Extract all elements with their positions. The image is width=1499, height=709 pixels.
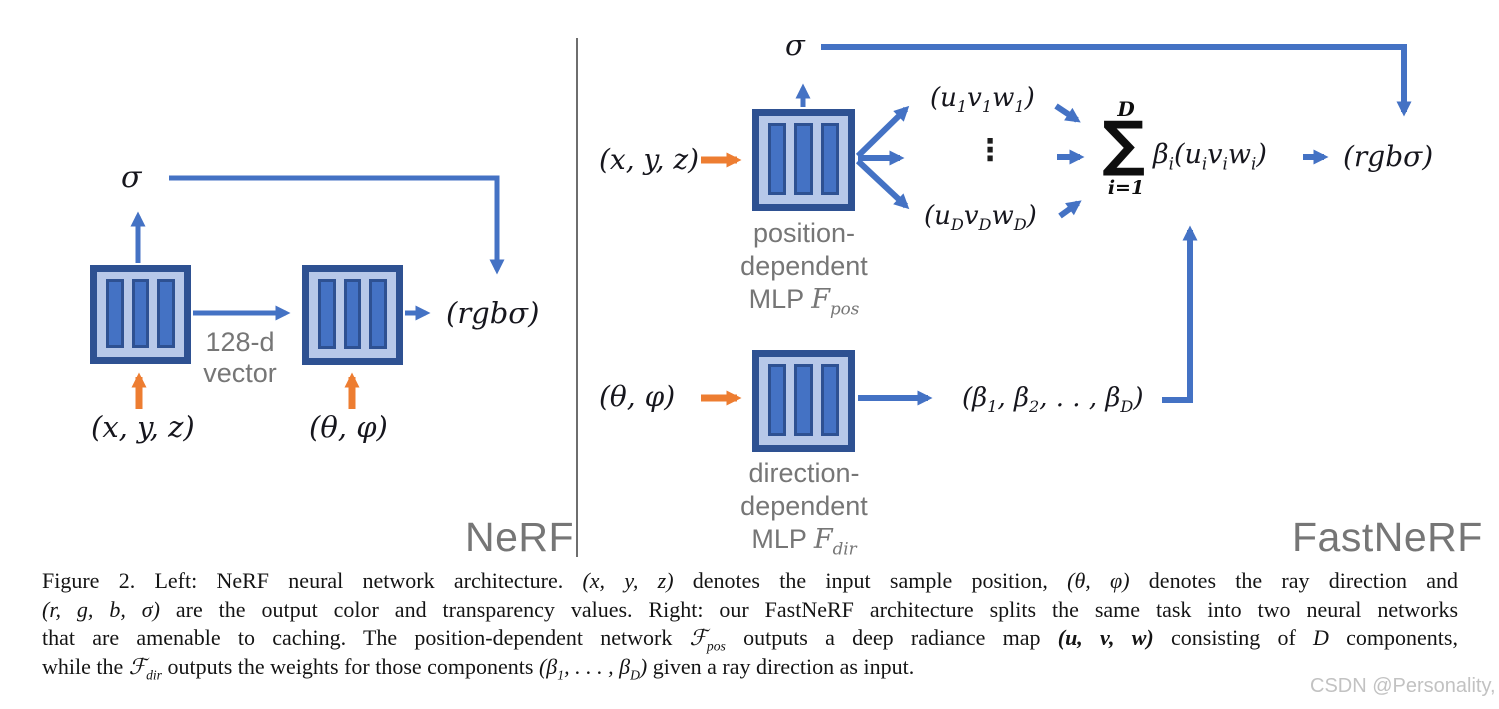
arrow-into-sum-top (1054, 103, 1081, 123)
f-dir-symbol: Fdir (813, 524, 857, 559)
arrow-fan-up (855, 105, 910, 159)
f-pos-symbol: Fpos (811, 284, 860, 319)
fastnerf-title: FastNeRF (1292, 514, 1483, 560)
layer-bar (157, 279, 176, 348)
caption-line: while the ℱdir outputs the weights for t… (42, 653, 915, 682)
layer-bar (343, 279, 362, 349)
fast-input-dir-label: (θ, φ) (599, 380, 676, 413)
sigma-label-nerf: σ (121, 160, 142, 195)
hidden-vector-label: 128-d vector (203, 327, 277, 388)
mlp-block-nerf-2 (302, 265, 403, 365)
sum-expression: βi(uiviwi) (1153, 139, 1267, 174)
sum-lower-limit: i=1 (1107, 177, 1145, 199)
mlp-block-nerf-1 (90, 265, 191, 364)
sigma-label-fast: σ (785, 28, 805, 62)
uvw-last-label: (uDvDwD) (924, 201, 1037, 235)
fast-output-label: (rgbσ) (1343, 140, 1434, 173)
arrow-beta-to-sum (1162, 225, 1198, 403)
nerf-input-dir-label: (θ, φ) (309, 410, 388, 444)
beta-vector-label: (β1, β2, . . , βD) (962, 383, 1144, 417)
direction-mlp-label: direction- dependent MLP Fdir (740, 458, 868, 559)
layer-bar (820, 123, 839, 195)
nerf-title: NeRF (465, 514, 575, 560)
figure-caption: Figure 2. Left: NeRF neural network arch… (42, 567, 1458, 681)
mlp-block-position (752, 109, 855, 211)
layer-bar (794, 123, 813, 195)
layer-bar (820, 364, 839, 436)
uvw-first-label: (u1v1w1) (930, 83, 1035, 117)
layer-bar (131, 279, 150, 348)
layer-bar (768, 364, 787, 436)
arrow-fan-down (855, 158, 910, 210)
caption-line: that are amenable to caching. The positi… (42, 625, 1458, 654)
layer-bar (106, 279, 124, 348)
layer-bar (318, 279, 336, 349)
position-mlp-label: position- dependent MLP Fpos (740, 218, 868, 319)
fast-input-xyz-label: (x, y, z) (599, 143, 700, 176)
layer-bar (768, 123, 787, 195)
nerf-output-label: (rgbσ) (446, 296, 540, 330)
layer-bar (369, 279, 388, 349)
nerf-input-xyz-label: (x, y, z) (91, 410, 195, 444)
layer-bar (794, 364, 813, 436)
arrow-nerf-sigma-skip (169, 175, 505, 275)
vertical-dots: ⋮ (975, 133, 1005, 168)
csdn-watermark: CSDN @Personality, (1310, 675, 1496, 697)
arrow-into-sum-bottom (1058, 200, 1082, 219)
sum-symbol: ∑ (1102, 109, 1146, 179)
caption-line: Figure 2. Left: NeRF neural network arch… (42, 568, 1458, 593)
sum-upper-limit: D (1117, 97, 1135, 121)
caption-line: (r, g, b, σ) are the output color and tr… (42, 596, 1458, 622)
mlp-block-direction (752, 350, 855, 452)
